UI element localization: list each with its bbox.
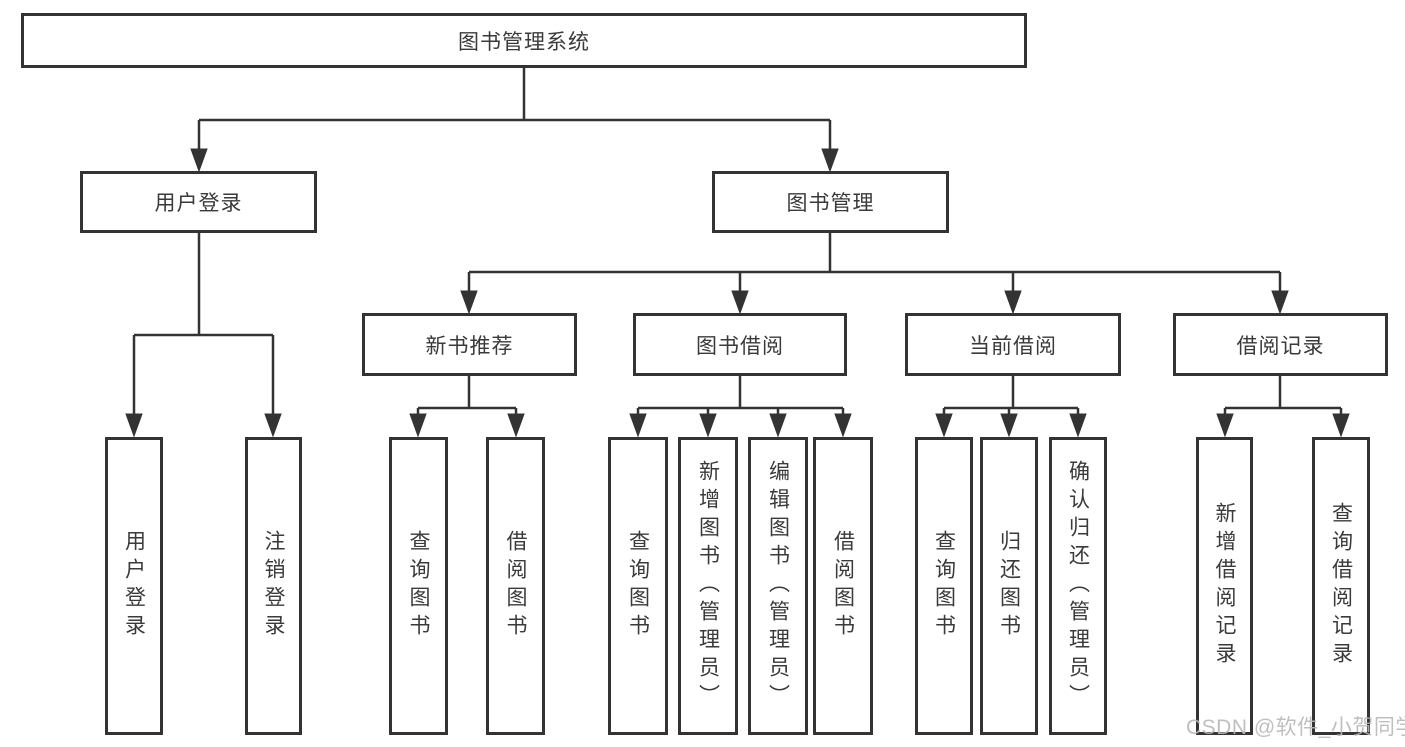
node-leaf-recommend-borrow-book-label: 借阅图书 bbox=[504, 530, 527, 642]
node-leaf-borrowing-add-book-label: 新增图书（管理员） bbox=[696, 460, 720, 712]
node-leaf-current-confirm-return-label: 确认归还（管理员） bbox=[1066, 460, 1090, 712]
node-leaf-recommend-query-book: 查询图书 bbox=[389, 437, 448, 735]
node-leaf-borrowing-edit-book: 编辑图书（管理员） bbox=[748, 437, 808, 735]
node-book-management: 图书管理 bbox=[712, 171, 949, 233]
node-borrowing-records-label: 借阅记录 bbox=[1236, 334, 1325, 358]
node-leaf-current-confirm-return: 确认归还（管理员） bbox=[1049, 437, 1107, 735]
node-new-book-recommend: 新书推荐 bbox=[362, 313, 577, 376]
node-leaf-user-login-label: 用户登录 bbox=[122, 530, 146, 642]
node-leaf-borrowing-borrow-book: 借阅图书 bbox=[813, 437, 873, 735]
connector-user-login-to-leaves bbox=[125, 233, 282, 438]
node-leaf-records-add-record-label: 新增借阅记录 bbox=[1213, 502, 1236, 670]
node-leaf-logout-label: 注销登录 bbox=[262, 530, 285, 642]
node-leaf-recommend-borrow-book: 借阅图书 bbox=[486, 437, 545, 735]
node-current-borrowing-label: 当前借阅 bbox=[969, 334, 1057, 358]
node-leaf-current-query-book-label: 查询图书 bbox=[932, 530, 956, 642]
connector-current-borrowing-to-leaves bbox=[935, 376, 1087, 438]
connector-root-to-level2 bbox=[190, 68, 839, 173]
node-book-management-label: 图书管理 bbox=[786, 192, 875, 215]
node-leaf-current-return-book-label: 归还图书 bbox=[997, 530, 1021, 642]
connector-book-borrowing-to-leaves bbox=[629, 376, 852, 438]
node-leaf-borrowing-edit-book-label: 编辑图书（管理员） bbox=[766, 460, 790, 712]
node-leaf-user-login: 用户登录 bbox=[105, 437, 163, 735]
node-leaf-current-return-book: 归还图书 bbox=[980, 437, 1038, 735]
node-leaf-records-add-record: 新增借阅记录 bbox=[1196, 437, 1253, 735]
node-root: 图书管理系统 bbox=[21, 13, 1027, 68]
node-user-login-group-label: 用户登录 bbox=[154, 192, 243, 215]
node-root-label: 图书管理系统 bbox=[458, 30, 590, 54]
node-leaf-records-query-record-label: 查询借阅记录 bbox=[1329, 502, 1353, 670]
node-leaf-borrowing-add-book: 新增图书（管理员） bbox=[678, 437, 738, 735]
csdn-watermark: CSDN @软件_小贺同学 bbox=[1186, 716, 1405, 739]
node-leaf-recommend-query-book-label: 查询图书 bbox=[407, 530, 430, 642]
node-current-borrowing: 当前借阅 bbox=[905, 313, 1121, 376]
node-new-book-recommend-label: 新书推荐 bbox=[425, 334, 514, 358]
node-book-borrowing-label: 图书借阅 bbox=[696, 334, 784, 358]
node-book-borrowing: 图书借阅 bbox=[633, 313, 847, 376]
connector-book-management-to-level3 bbox=[460, 233, 1289, 315]
node-leaf-borrowing-query-book-label: 查询图书 bbox=[626, 530, 650, 642]
connector-new-book-recommend-to-leaves bbox=[409, 376, 525, 438]
node-leaf-borrowing-query-book: 查询图书 bbox=[608, 437, 668, 735]
node-leaf-current-query-book: 查询图书 bbox=[915, 437, 973, 735]
node-leaf-records-query-record: 查询借阅记录 bbox=[1312, 437, 1370, 735]
node-leaf-borrowing-borrow-book-label: 借阅图书 bbox=[831, 530, 855, 642]
node-borrowing-records: 借阅记录 bbox=[1173, 313, 1388, 376]
node-user-login-group: 用户登录 bbox=[80, 171, 317, 233]
node-leaf-logout: 注销登录 bbox=[245, 437, 302, 735]
connector-borrowing-records-to-leaves bbox=[1216, 376, 1350, 438]
